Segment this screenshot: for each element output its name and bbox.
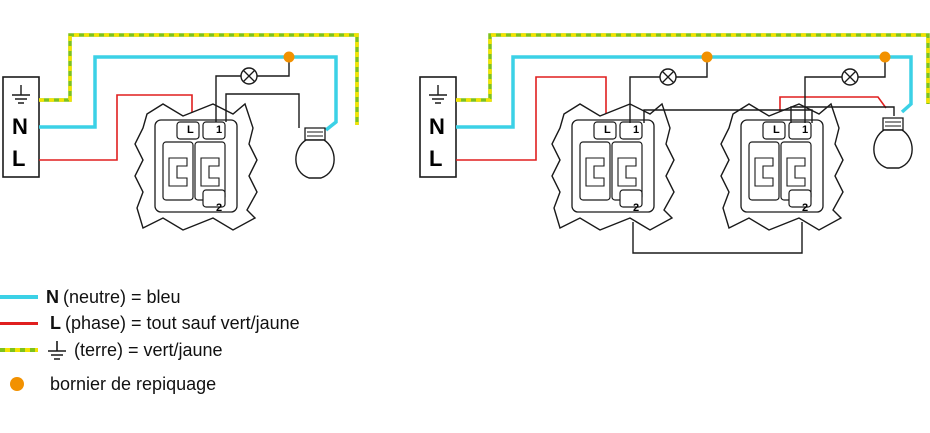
neutral-swatch: [0, 295, 38, 299]
neutral-wire: [456, 55, 913, 129]
legend-earth-text: (terre) = vert/jaune: [74, 339, 223, 360]
phase-swatch: [0, 321, 38, 325]
switch-b-terminal-2: 2: [802, 202, 808, 214]
junction-dot-icon: [10, 377, 24, 391]
legend-neutral-text: (neutre) = bleu: [63, 286, 181, 307]
switch-b-icon: [720, 103, 844, 231]
legend-phase: L (phase) = tout sauf vert/jaune: [0, 311, 300, 335]
switch1-terminal-l: L: [187, 124, 194, 136]
supply-n-label: N: [12, 114, 28, 139]
traveller-wire-2: [632, 222, 803, 254]
legend-junction: bornier de repiquage: [0, 372, 216, 396]
earth-wire: [39, 33, 359, 125]
legend-neutral-key: N: [46, 286, 59, 307]
legend-neutral: N (neutre) = bleu: [0, 285, 181, 309]
diagram-1-simple-switch: N L L 1 2: [2, 33, 359, 231]
switch-a-terminal-2: 2: [633, 202, 639, 214]
earth-swatch: [0, 348, 38, 352]
switch-return-wire: [225, 93, 300, 128]
switch-a-terminal-1: 1: [633, 124, 639, 136]
switch-b-terminal-l: L: [773, 124, 780, 136]
lamp-symbol-icon: [240, 67, 258, 85]
neutral-wire: [39, 55, 338, 132]
bulb-icon: [873, 117, 913, 169]
wiring-diagrams: N L L 1 2 N L: [2, 33, 930, 254]
phase-wire: [456, 76, 607, 161]
junction-dot-icon: [701, 51, 713, 63]
legend-junction-text: bornier de repiquage: [50, 373, 217, 394]
legend-earth: (terre) = vert/jaune: [0, 338, 223, 362]
lamp-feed-wire: [215, 57, 290, 122]
switch-a-terminal-l: L: [604, 124, 611, 136]
earth-symbol-icon: [48, 341, 66, 360]
supply-l-label: L: [429, 146, 442, 171]
switch1-terminal-2: 2: [216, 202, 222, 214]
lamp-a-feed-wire: [629, 57, 708, 123]
legend-phase-text: (phase) = tout sauf vert/jaune: [65, 312, 300, 333]
switch-a-icon: [551, 103, 675, 231]
lamp-symbol-icon: [659, 68, 677, 86]
junction-dot-icon: [879, 51, 891, 63]
switch-b-return-wire: [790, 106, 895, 123]
lamp-symbol-icon: [841, 68, 859, 86]
earth-wire: [456, 33, 930, 104]
junction-dot-icon: [283, 51, 295, 63]
supply-l-label: L: [12, 146, 25, 171]
legend-phase-key: L: [50, 312, 61, 333]
switch-icon: [134, 103, 258, 231]
switch1-terminal-1: 1: [216, 124, 222, 136]
diagram-2-two-way-switch: N L L 1 2 L 1 2: [419, 33, 930, 254]
phase-wire: [39, 94, 193, 161]
switch-b-terminal-1: 1: [802, 124, 808, 136]
bulb-icon: [295, 127, 335, 179]
traveller-wire-1: [643, 109, 813, 123]
supply-n-label: N: [429, 114, 445, 139]
